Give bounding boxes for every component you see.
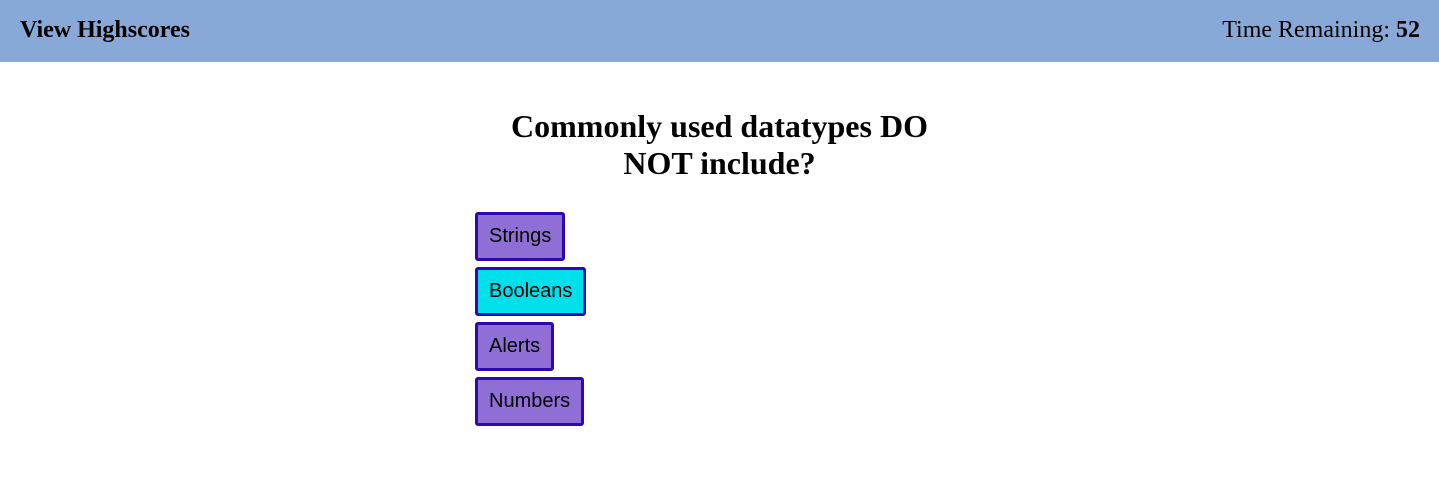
question-title: Commonly used datatypes DO NOT include? <box>511 108 928 181</box>
choice-button-numbers[interactable]: Numbers <box>475 377 585 426</box>
quiz-container: Commonly used datatypes DO NOT include? … <box>475 108 964 432</box>
choice-button-alerts[interactable]: Alerts <box>475 322 555 371</box>
choice-button-strings[interactable]: Strings <box>475 212 566 261</box>
view-highscores-link[interactable]: View Highscores <box>20 17 190 43</box>
timer-label: Time Remaining: <box>1222 17 1396 43</box>
answer-choices: Strings Booleans Alerts Numbers <box>475 212 964 432</box>
choice-button-booleans[interactable]: Booleans <box>475 267 587 316</box>
header-bar: View Highscores Time Remaining: 52 <box>0 0 1439 62</box>
timer-display: Time Remaining: 52 <box>1222 16 1420 44</box>
timer-value: 52 <box>1396 17 1420 43</box>
